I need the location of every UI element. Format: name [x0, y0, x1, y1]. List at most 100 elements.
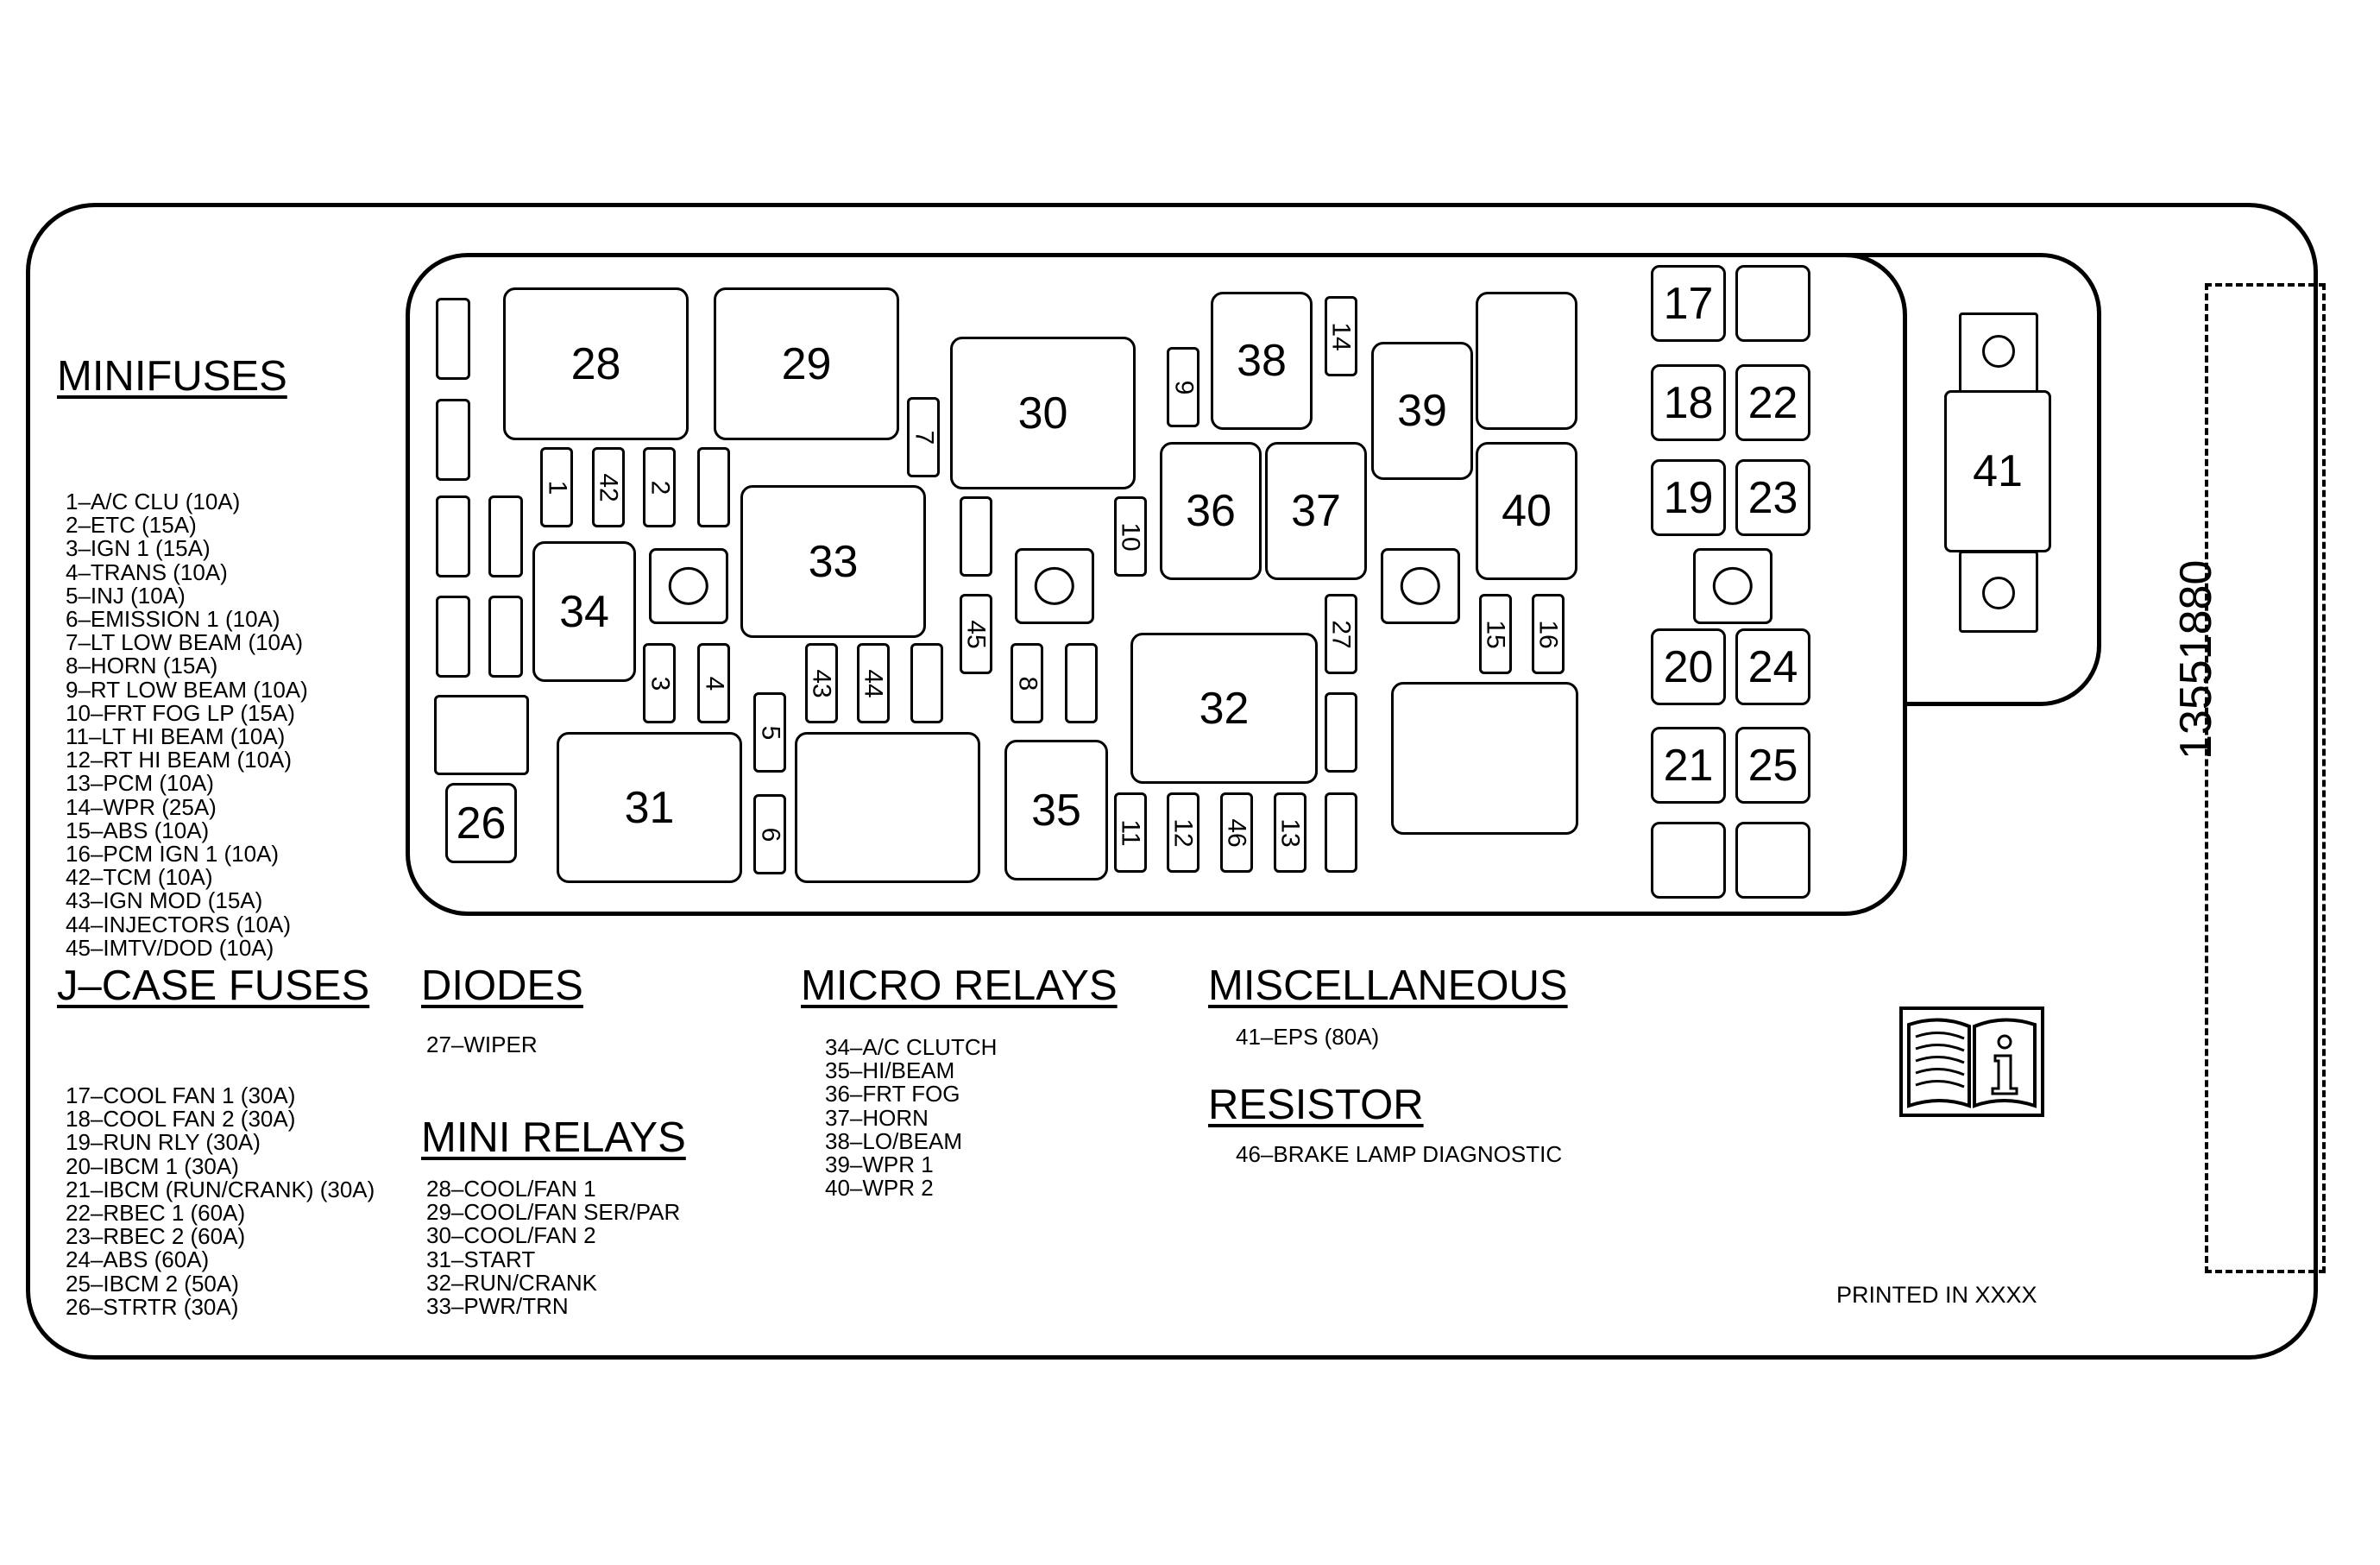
micro-relays-heading: MICRO RELAYS [801, 962, 1118, 1009]
legend-item: 30–COOL/FAN 2 [426, 1222, 596, 1249]
jcase-fuse-20: 20 [1651, 628, 1726, 705]
legend-item: 2–ETC (15A) [66, 512, 197, 539]
legend-item: 41–EPS (80A) [1236, 1024, 1380, 1050]
legend-item: 23–RBEC 2 (60A) [66, 1223, 246, 1250]
minifuse-blank [1325, 692, 1357, 773]
minifuse-12: 12 [1167, 792, 1199, 873]
legend-item: 40–WPR 2 [825, 1175, 934, 1202]
relay-28: 28 [503, 287, 689, 440]
mounting-stud-icon [1381, 548, 1460, 624]
minifuse-42: 42 [592, 447, 625, 527]
minifuse-14: 14 [1325, 296, 1357, 376]
legend-item: 38–LO/BEAM [825, 1127, 962, 1154]
legend-item: 14–WPR (25A) [66, 793, 217, 820]
minifuse-blank [488, 596, 523, 678]
minifuse-46: 46 [1220, 792, 1253, 873]
minifuse-1: 1 [540, 447, 573, 527]
legend-item: 39–WPR 1 [825, 1152, 934, 1178]
part-number: 13551880 [2171, 559, 2221, 760]
legend-item: 24–ABS (60A) [66, 1246, 210, 1273]
misc-heading: MISCELLANEOUS [1208, 962, 1568, 1009]
legend-item: 17–COOL FAN 1 (30A) [66, 1082, 296, 1108]
minifuse-blank [960, 496, 992, 577]
minifuse-10: 10 [1114, 496, 1147, 577]
legend-item: 28–COOL/FAN 1 [426, 1176, 596, 1202]
resistor-list: 46–BRAKE LAMP DIAGNOSTIC [1236, 1141, 1563, 1167]
label-outline [26, 203, 2318, 1360]
legend-item: 27–WIPER [426, 1032, 538, 1057]
minifuse-2: 2 [643, 447, 676, 527]
relay-33: 33 [740, 485, 926, 638]
relay-blank-a [795, 732, 980, 883]
relay-29: 29 [714, 287, 899, 440]
info-manual-icon [1899, 1007, 2044, 1117]
minifuse-blank [910, 643, 943, 723]
jcase-fuse-25: 25 [1735, 727, 1810, 804]
minifuse-9: 9 [1167, 347, 1199, 427]
label-perforation-area [2205, 283, 2326, 1273]
legend-item: 44–INJECTORS (10A) [66, 911, 292, 937]
resistor-heading: RESISTOR [1208, 1082, 1424, 1128]
legend-item: 6–EMISSION 1 (10A) [66, 606, 280, 633]
minifuses-heading: MINIFUSES [57, 353, 287, 400]
eps-fuse-bolt-icon [1982, 335, 2015, 368]
minifuse-27: 27 [1325, 594, 1357, 674]
minifuse-7: 7 [907, 397, 940, 477]
legend-item: 37–HORN [825, 1104, 929, 1131]
relay-blank-c [1476, 292, 1577, 430]
minifuse-45: 45 [960, 594, 992, 674]
legend-item: 11–LT HI BEAM (10A) [66, 723, 286, 750]
mounting-stud-icon [1693, 548, 1772, 624]
jcase-fuse-23: 23 [1735, 459, 1810, 536]
eps-fuse-41: 41 [1944, 390, 2051, 552]
legend-item: 8–HORN (15A) [66, 653, 218, 679]
legend-item: 46–BRAKE LAMP DIAGNOSTIC [1236, 1141, 1563, 1167]
relay-32: 32 [1130, 633, 1318, 784]
jcase-fuse-17: 17 [1651, 265, 1726, 342]
minifuse-blank [436, 495, 470, 577]
mounting-stud-icon [649, 548, 728, 624]
jcase-fuse-blank-top [1735, 265, 1810, 342]
relay-31: 31 [557, 732, 742, 883]
minifuse-44: 44 [857, 643, 890, 723]
minifuses-list: 1–A/C CLU (10A)2–ETC (15A)3–IGN 1 (15A)4… [66, 489, 308, 961]
minifuse-16: 16 [1532, 594, 1565, 674]
jcase-fuse-blank-b1 [1651, 822, 1726, 899]
legend-item: 25–IBCM 2 (50A) [66, 1270, 239, 1297]
legend-item: 45–IMTV/DOD (10A) [66, 934, 274, 961]
minifuse-13: 13 [1274, 792, 1306, 873]
jcase-fuse-19: 19 [1651, 459, 1726, 536]
relay-38: 38 [1211, 292, 1313, 430]
jcase-fuse-24: 24 [1735, 628, 1810, 705]
eps-fuse-bolt-icon [1982, 577, 2015, 609]
relay-34: 34 [532, 541, 636, 682]
relay-37: 37 [1265, 442, 1367, 580]
minifuse-blank [436, 399, 470, 481]
minifuse-4: 4 [697, 643, 730, 723]
legend-item: 15–ABS (10A) [66, 817, 210, 843]
legend-item: 7–LT LOW BEAM (10A) [66, 629, 304, 656]
legend-item: 36–FRT FOG [825, 1081, 960, 1107]
legend-item: 21–IBCM (RUN/CRANK) (30A) [66, 1176, 375, 1202]
legend-item: 32–RUN/CRANK [426, 1269, 597, 1296]
diodes-list: 27–WIPER [426, 1032, 538, 1057]
diodes-heading: DIODES [421, 962, 583, 1009]
jcase-fuse-21: 21 [1651, 727, 1726, 804]
minifuse-5: 5 [753, 692, 786, 773]
legend-item: 3–IGN 1 (15A) [66, 535, 211, 562]
relay-40: 40 [1476, 442, 1577, 580]
relay-30: 30 [950, 337, 1136, 489]
legend-item: 18–COOL FAN 2 (30A) [66, 1106, 296, 1133]
legend-item: 42–TCM (10A) [66, 864, 213, 891]
relay-blank-b [1391, 682, 1578, 835]
minifuse-blank [488, 495, 523, 577]
minifuse-43: 43 [805, 643, 838, 723]
minifuse-11: 11 [1114, 792, 1147, 873]
legend-item: 10–FRT FOG LP (15A) [66, 699, 295, 726]
legend-item: 9–RT LOW BEAM (10A) [66, 676, 308, 703]
minifuse-blank [697, 447, 730, 527]
legend-item: 20–IBCM 1 (30A) [66, 1152, 239, 1179]
relay-35: 35 [1004, 740, 1108, 880]
fuse-blank-26a [434, 695, 529, 775]
